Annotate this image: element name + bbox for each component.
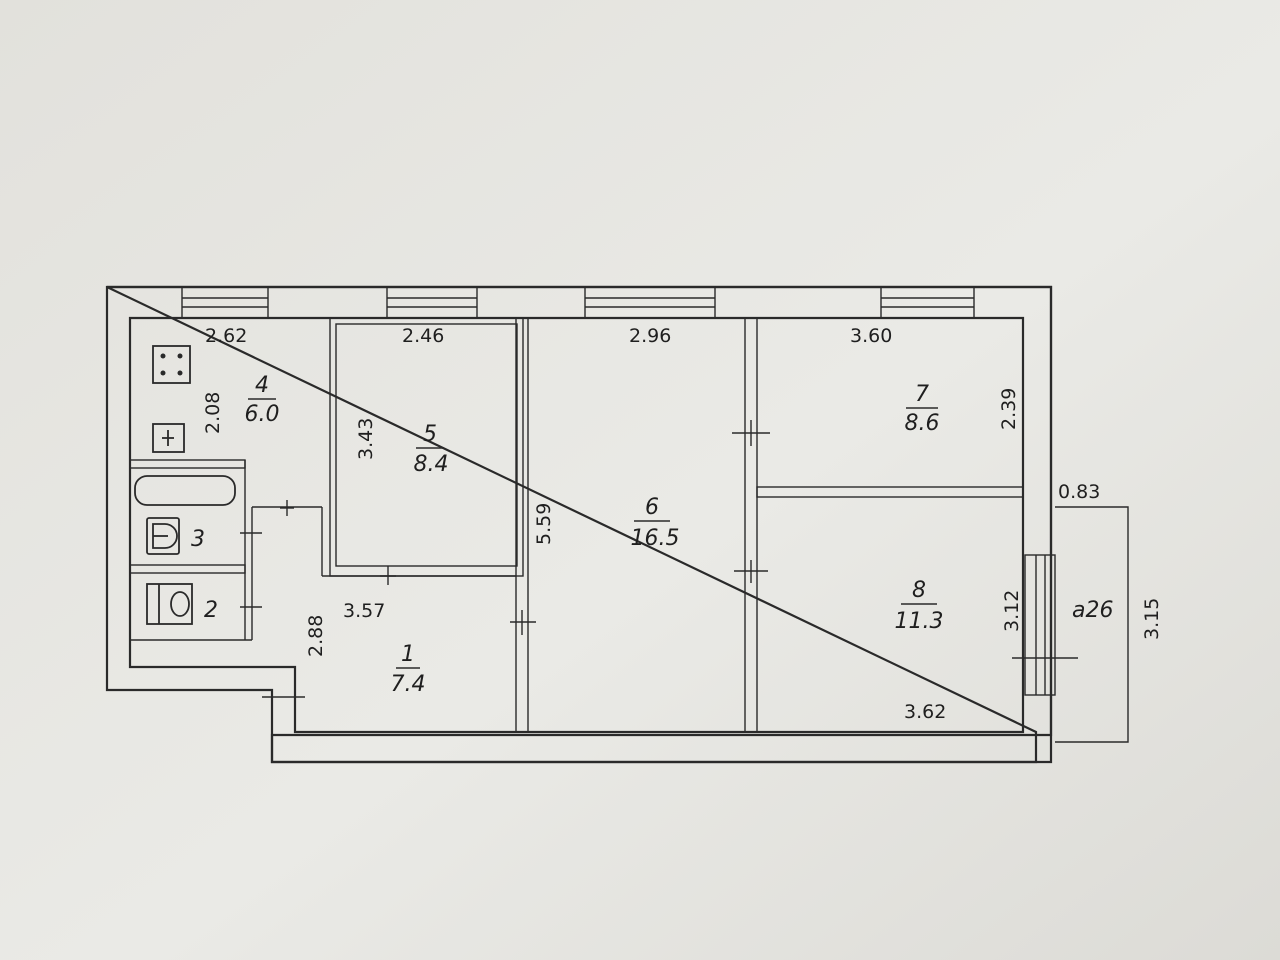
room-5-label: 5 8.4 — [414, 422, 449, 477]
dim-room7-depth: 2.39 — [998, 388, 1020, 430]
room-6-label: 6 16.5 — [631, 495, 680, 551]
dim-hall-depth: 2.88 — [305, 615, 327, 657]
room-7-label: 7 8.6 — [905, 382, 940, 436]
dim-room5-width: 2.46 — [402, 325, 444, 347]
dim-room8-depth: 3.12 — [1001, 590, 1023, 632]
window-room5 — [386, 286, 478, 319]
windows — [181, 286, 1056, 696]
room-number: 6 — [645, 495, 659, 520]
room-number: 8 — [912, 578, 926, 603]
balcony-door — [1024, 554, 1056, 696]
stove-icon — [152, 345, 191, 384]
room-area: 8.4 — [414, 452, 449, 477]
door-markers — [240, 420, 1078, 698]
balcony — [1055, 506, 1129, 743]
dim-hall-width: 3.57 — [343, 600, 385, 622]
dim-balcony-width: 0.83 — [1058, 481, 1100, 503]
dim-room6-depth: 5.59 — [533, 503, 555, 545]
room-4-label: 4 6.0 — [245, 373, 280, 427]
room-area: 16.5 — [631, 526, 680, 551]
room-number: 5 — [423, 422, 437, 447]
washbasin-icon — [146, 517, 180, 555]
room-2-number: 2 — [204, 598, 218, 623]
window-room7 — [880, 286, 975, 319]
dim-room4-width: 2.62 — [205, 325, 247, 347]
dimension-labels: 2.62 2.46 2.96 3.60 3.57 3.62 0.83 2.08 … — [202, 325, 1163, 723]
dim-room5-depth: 3.43 — [355, 418, 377, 460]
dim-room6-width: 2.96 — [629, 325, 671, 347]
room-number: 1 — [401, 642, 415, 667]
dim-balcony-length: 3.15 — [1141, 598, 1163, 640]
dim-room4-depth: 2.08 — [202, 392, 224, 434]
room-number: 4 — [255, 373, 269, 398]
partitions — [129, 317, 1024, 733]
room-3-number: 3 — [191, 527, 205, 552]
dim-room7-width: 3.60 — [850, 325, 892, 347]
dim-room8-width: 3.62 — [904, 701, 946, 723]
bathtub-icon — [134, 475, 236, 506]
room-area: 7.4 — [391, 672, 426, 697]
sink-icon — [152, 423, 185, 453]
room-number: 7 — [915, 382, 929, 407]
window-room4 — [181, 286, 269, 319]
room-area: 6.0 — [245, 402, 280, 427]
room-1-label: 1 7.4 — [391, 642, 426, 697]
outer-walls — [105, 285, 1053, 764]
window-room6 — [584, 286, 716, 319]
room-area: 11.3 — [895, 609, 944, 634]
room-area: 8.6 — [905, 411, 940, 436]
toilet-icon — [146, 583, 193, 625]
room-8-label: 8 11.3 — [895, 578, 944, 634]
balcony-label: a26 — [1072, 598, 1113, 623]
